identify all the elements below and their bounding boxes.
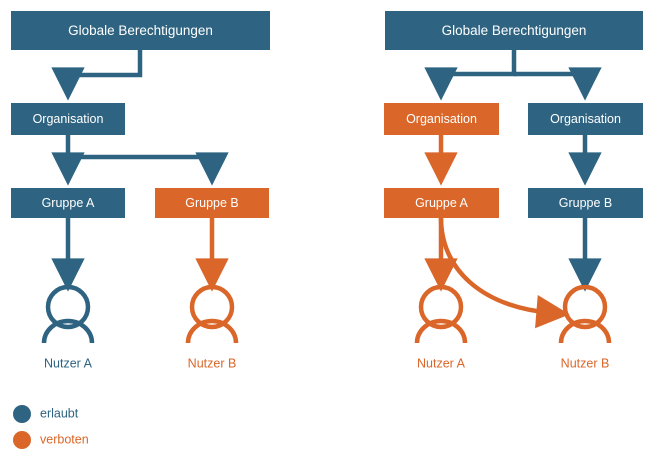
legend-item-erlaubt: erlaubt (13, 405, 79, 423)
user-head-icon (418, 284, 464, 330)
node-box[interactable] (384, 103, 499, 135)
node-box[interactable] (384, 188, 499, 218)
edge-line (51, 50, 143, 101)
user-label-nutzer-b-right: Nutzer B (561, 356, 610, 370)
legend-dot-icon (13, 405, 31, 423)
node-gruppe-a-left[interactable]: Gruppe A (11, 188, 125, 218)
node-label: Gruppe A (42, 196, 95, 210)
user-head-icon (189, 284, 235, 330)
node-label: Organisation (33, 112, 104, 126)
node-box[interactable] (528, 188, 643, 218)
right-diagram: Globale Berechtigungen Organisation Orga… (384, 11, 643, 370)
edge-group-a-to-user-b-curved (438, 217, 570, 329)
user-icon-nutzer-b-right (558, 284, 612, 344)
node-box[interactable] (155, 188, 269, 218)
legend-label-verboten: verboten (40, 432, 89, 446)
user-icon-nutzer-b-left (185, 284, 239, 344)
node-global-permissions-left[interactable]: Globale Berechtigungen (11, 11, 270, 50)
legend-item-verboten: verboten (13, 431, 89, 449)
user-head-icon (45, 284, 91, 330)
edge-line-global-org-a (424, 50, 517, 101)
user-body-icon (414, 318, 468, 344)
node-label: Gruppe B (559, 196, 613, 210)
edge-line-global-org-b (514, 67, 602, 101)
user-icon-nutzer-a-right (414, 284, 468, 344)
node-label: Gruppe A (415, 196, 468, 210)
left-diagram: Globale Berechtigungen Organisation Grup… (11, 11, 270, 370)
node-box[interactable] (11, 103, 125, 135)
node-box[interactable] (385, 11, 643, 50)
node-label: Gruppe B (185, 196, 239, 210)
node-global-permissions-right[interactable]: Globale Berechtigungen (385, 11, 643, 50)
user-body-icon (185, 318, 239, 344)
legend-label-erlaubt: erlaubt (40, 406, 79, 420)
user-label-nutzer-a-right: Nutzer A (417, 356, 466, 370)
node-box[interactable] (11, 11, 270, 50)
node-gruppe-a-right[interactable]: Gruppe A (384, 188, 499, 218)
user-icon-nutzer-a-left (41, 284, 95, 344)
user-label-nutzer-a-left: Nutzer A (44, 356, 93, 370)
user-head-icon (562, 284, 608, 330)
legend-dot-icon (13, 431, 31, 449)
edge-line-org-group-b (68, 152, 229, 186)
node-label: Globale Berechtigungen (68, 23, 213, 38)
node-gruppe-b-right[interactable]: Gruppe B (528, 188, 643, 218)
node-label: Organisation (550, 112, 621, 126)
node-organisation-left[interactable]: Organisation (11, 103, 125, 135)
node-label: Organisation (406, 112, 477, 126)
node-organisation-a-right[interactable]: Organisation (384, 103, 499, 135)
user-body-icon (41, 318, 95, 344)
user-body-icon (558, 318, 612, 344)
node-box[interactable] (11, 188, 125, 218)
edge-global-to-org (51, 50, 143, 101)
node-box[interactable] (528, 103, 643, 135)
node-label: Globale Berechtigungen (442, 23, 587, 38)
node-organisation-b-right[interactable]: Organisation (528, 103, 643, 135)
edge-org-to-groups (51, 135, 229, 186)
user-label-nutzer-b-left: Nutzer B (188, 356, 237, 370)
legend: erlaubt verboten (13, 405, 89, 449)
node-gruppe-b-left[interactable]: Gruppe B (155, 188, 269, 218)
edge-global-to-orgs (424, 50, 602, 101)
